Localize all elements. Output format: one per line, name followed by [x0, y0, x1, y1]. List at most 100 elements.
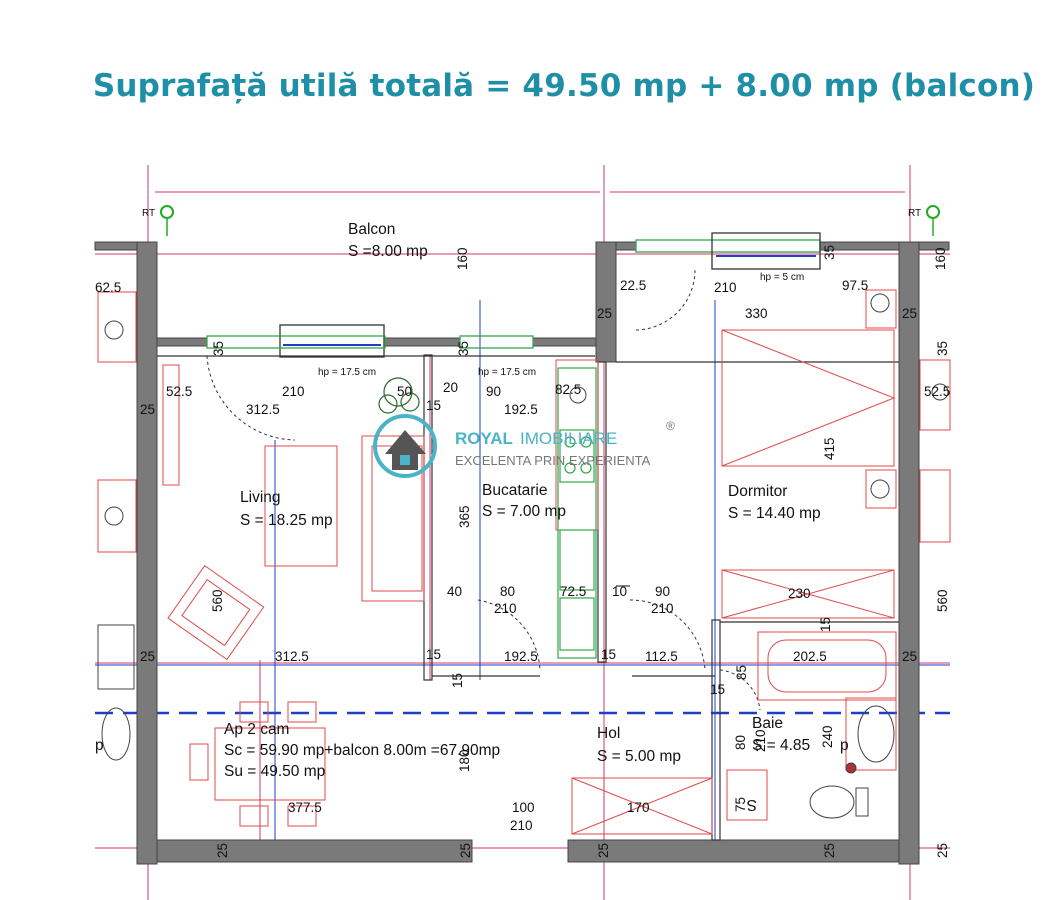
rt-label: RT [908, 208, 921, 219]
door-swing [206, 355, 296, 441]
neighbor-label: p [95, 737, 104, 754]
chair [239, 701, 269, 723]
room-area-baie: S = 4.85 [752, 737, 810, 754]
logo-tagline: EXCELENTA PRIN EXPERIENTA [455, 453, 651, 468]
dimension-label: 240 [820, 725, 835, 748]
bed [721, 329, 895, 467]
walls [94, 241, 950, 865]
washbasin-icon [101, 707, 131, 761]
windows [206, 232, 821, 358]
armchair-seat [181, 578, 251, 647]
dimension-label: 50 [397, 384, 412, 399]
wall-mid [595, 241, 617, 363]
rt-markers: RT RT [142, 205, 940, 236]
partition-bath [711, 619, 721, 841]
plant-leaf [400, 392, 420, 412]
rt-marker-icon [160, 205, 174, 219]
dimension-label: 22.5 [620, 278, 646, 293]
dimension-label: 210 [282, 384, 305, 399]
kitchen-counter [557, 367, 597, 659]
toilet-tank-icon [855, 787, 869, 817]
window-kitchen [459, 335, 534, 349]
dimension-label: 25 [596, 843, 611, 858]
dimension-label: 90 [655, 584, 670, 599]
kitchen-hob [559, 429, 595, 483]
axis-lines [95, 300, 950, 850]
logo-brand-a: ROYAL [455, 429, 513, 448]
washbasin-icon [857, 705, 895, 763]
house-window-icon [400, 455, 410, 465]
dimension-label: 377.5 [288, 800, 322, 815]
window-living-glass [206, 335, 386, 349]
dimension-label: 202.5 [793, 649, 827, 664]
washer [726, 769, 768, 821]
hall-wardrobe-mark [571, 777, 713, 835]
sink-bowl-icon [870, 479, 890, 499]
apartment-su: Su = 49.50 mp [224, 763, 325, 780]
room-labels: Balcon S =8.00 mp Living S = 18.25 mp Bu… [95, 221, 849, 813]
apartment-name: Ap 2 cam [224, 721, 289, 738]
wall-living-top-c [532, 337, 597, 347]
hp-note: hp = 17.5 cm [318, 367, 376, 378]
dimension-label: 35 [822, 245, 837, 260]
dimension-label: 25 [215, 843, 230, 858]
door-label: S [747, 796, 757, 813]
hp-note: hp = 5 cm [760, 272, 804, 283]
wardrobe-mark [721, 569, 895, 619]
logo-ring-icon [373, 414, 437, 478]
dimension-label: 25 [140, 402, 155, 417]
kitchen-fixtures [557, 367, 597, 659]
wardrobe [721, 569, 895, 619]
dimension-label: 210 [651, 601, 674, 616]
toilet-icon [809, 785, 855, 819]
wall-top-bedroom-a [615, 241, 637, 251]
neighbor-cabinet [97, 291, 137, 363]
nightstand [865, 469, 897, 509]
page-title: Suprafață utilă totală = 49.50 mp + 8.00… [92, 68, 1036, 104]
neighbor-label: p [840, 737, 849, 754]
dimension-label: 25 [597, 306, 612, 321]
dimension-label: 210 [494, 601, 517, 616]
room-name-living: Living [240, 489, 281, 506]
nightstand [865, 289, 897, 329]
rt-label: RT [142, 208, 155, 219]
dimension-label: 25 [902, 649, 917, 664]
dimension-label: 52.5 [924, 384, 950, 399]
sink-bowl-icon [870, 293, 890, 313]
dining-table [214, 727, 326, 801]
window-living [279, 324, 385, 358]
dimension-label: 15 [818, 617, 833, 632]
dimension-label: 85 [734, 665, 749, 680]
room-area-balcon: S =8.00 mp [348, 243, 428, 260]
dimension-label: 560 [935, 589, 950, 612]
sink-bowl-icon [569, 386, 587, 404]
guide-lines [95, 165, 950, 900]
hob-burner [580, 462, 592, 474]
door-swing [719, 669, 761, 711]
wall-bottom-right [567, 839, 900, 863]
dimension-label: 330 [745, 306, 768, 321]
wall-top-right [918, 241, 950, 251]
plant-leaf [378, 394, 398, 414]
bed-cover [721, 329, 896, 467]
dimension-label: 35 [456, 341, 471, 356]
dimension-label: 560 [210, 589, 225, 612]
dimension-label: 97.5 [842, 278, 868, 293]
partition-kitchen-right [597, 361, 607, 663]
apartment-sc: Sc = 59.90 mp+balcon 8.00m =67.90mp [224, 742, 500, 759]
neighbor-cabinet [919, 359, 951, 431]
dimension-label: 210 [510, 818, 533, 833]
neighbor-cabinet [97, 479, 137, 553]
dimension-label: 35 [211, 341, 226, 356]
hob-burner [580, 436, 592, 448]
kitchen-sink [559, 529, 595, 591]
logo-registered: ® [666, 419, 675, 433]
door-swing [629, 599, 706, 671]
plant-icon [378, 377, 420, 414]
bathtub [757, 631, 897, 701]
dimension-label: 82.5 [555, 382, 581, 397]
dimension-label: 365 [457, 505, 472, 528]
dimension-label: 20 [443, 380, 458, 395]
room-name-dormitor: Dormitor [728, 483, 787, 500]
